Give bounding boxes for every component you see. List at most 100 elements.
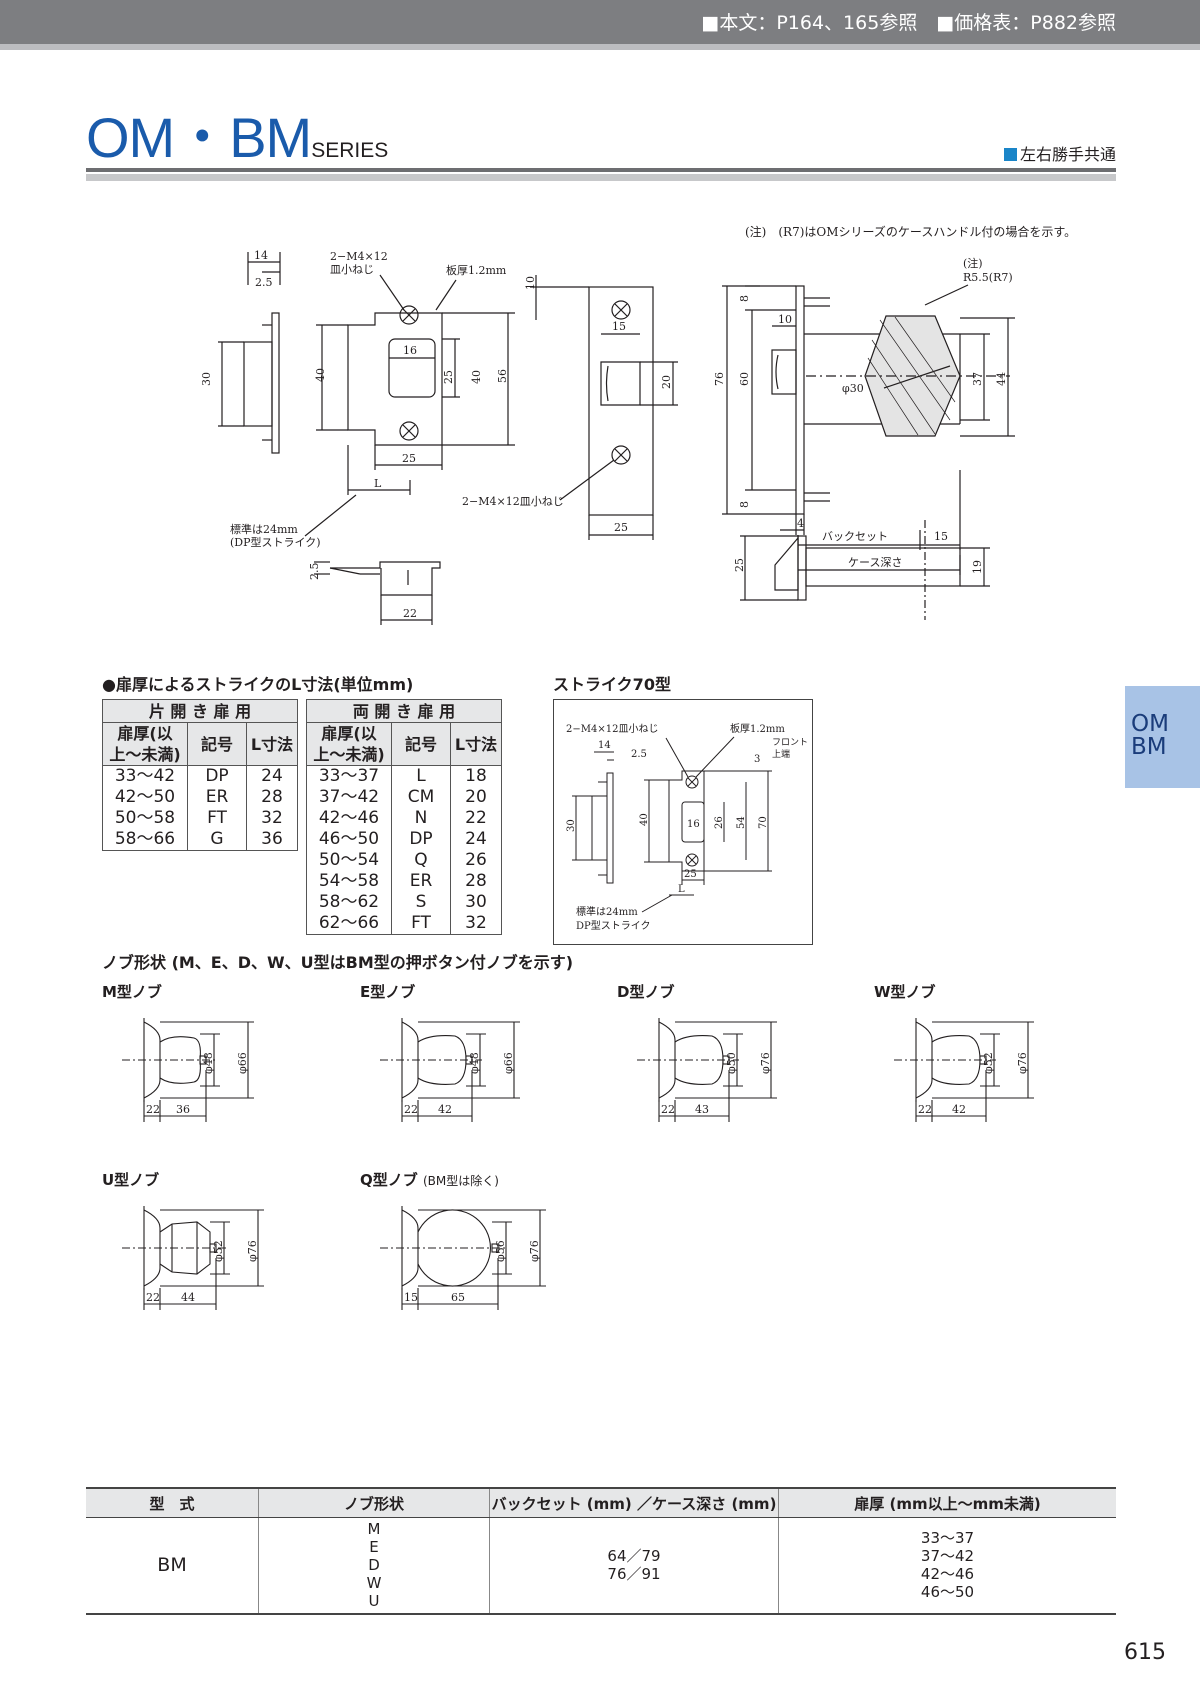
thickness-cell: 50〜58 — [102, 808, 188, 829]
screw-label: 2−M4×12 — [330, 250, 388, 263]
std-length: 標準は24mm — [230, 522, 298, 536]
square-bullet-icon — [1003, 148, 1017, 161]
strike70-heading: ストライク70型 — [553, 675, 671, 694]
dim-20: 20 — [660, 375, 673, 389]
thickness-cell: 58〜62 — [306, 892, 392, 913]
s70-std: 標準は24mm — [576, 905, 638, 918]
double-col-L: L寸法 — [450, 722, 502, 766]
s70-d70: 70 — [758, 816, 769, 829]
code-cell: S — [391, 892, 451, 913]
strike-bottom-view: 2.5 22 — [308, 561, 441, 625]
strike70-panel: 2−M4×12皿小ねじ 板厚1.2mm フロント 上端 14 2.5 30 16… — [553, 699, 813, 945]
knob-w-outer-dia: φ76 — [1016, 1052, 1029, 1074]
latch-front-view: 10 15 20 25 2−M4×12皿小ねじ — [462, 275, 678, 540]
l-cell: 24 — [450, 829, 502, 850]
knob-w-dim-b: 42 — [952, 1103, 966, 1116]
strike-front-view: 2−M4×12 皿小ねじ 板厚1.2mm 40 16 25 40 56 25 L… — [230, 250, 515, 549]
code-cell: FT — [187, 808, 247, 829]
dim-4: 4 — [797, 517, 804, 530]
title-rule-band — [86, 174, 1116, 181]
s70-plate: 板厚1.2mm — [730, 722, 785, 735]
handing-note: 左右勝手共通 — [1003, 141, 1116, 165]
knob-q-note: (BM型は除く) — [423, 1174, 499, 1188]
knob-m-outer-dia: φ66 — [236, 1052, 249, 1074]
thickness-cell: 58〜66 — [102, 829, 188, 851]
stack-item: 76／91 — [607, 1565, 661, 1584]
knob-w-inner-dia: φ52 — [982, 1052, 995, 1074]
col-thickness: 扉厚 (mm以上〜mm未満) — [778, 1487, 1116, 1518]
single-col-L: L寸法 — [246, 722, 298, 766]
dim-2-5-b: 2.5 — [308, 563, 321, 581]
code-cell: G — [187, 829, 247, 851]
dim-8-b: 8 — [738, 501, 751, 508]
l-cell: 22 — [450, 808, 502, 829]
strike-side-view: 14 2.5 30 — [200, 249, 281, 454]
knob-w-title: W型ノブ — [874, 983, 936, 1001]
bm-spec-table: 型 式 ノブ形状 バックセット (mm) ／ケース深さ (mm) 扉厚 (mm以… — [86, 1487, 1116, 1615]
knob-e-title: E型ノブ — [360, 983, 416, 1001]
case-depth-label: ケース深さ — [848, 556, 902, 569]
knob-u-title: U型ノブ — [102, 1171, 160, 1189]
col-model: 型 式 — [86, 1487, 259, 1518]
s70-d26: 26 — [714, 816, 725, 829]
knob-d-dim-a: 22 — [661, 1103, 675, 1116]
knob-u-inner-dia: φ52 — [212, 1240, 225, 1262]
knob-q-inner-dia: φ56 — [494, 1240, 507, 1262]
dim-25-h: 25 — [402, 452, 416, 465]
code-cell: L — [391, 765, 451, 787]
code-cell: DP — [391, 829, 451, 850]
l-cell: 30 — [450, 892, 502, 913]
stack-item: E — [369, 1538, 379, 1557]
s70-d25: 25 — [684, 869, 697, 880]
backset-label: バックセット — [822, 530, 888, 543]
stack-item: 42〜46 — [920, 1565, 975, 1584]
knob-d-title: D型ノブ — [617, 983, 675, 1001]
dim-15: 15 — [612, 320, 626, 333]
knob-d-dim-b: 43 — [695, 1103, 709, 1116]
stack-item: M — [367, 1520, 381, 1539]
latch-bottom-view: 25 19 — [733, 520, 990, 620]
s70-d14: 14 — [598, 740, 611, 751]
stack-item: 64／79 — [607, 1547, 661, 1566]
dim-19: 19 — [971, 560, 984, 574]
code-cell: DP — [187, 765, 247, 787]
s70-d54: 54 — [736, 816, 747, 829]
knob-q-outer-dia: φ76 — [528, 1240, 541, 1262]
dim-44: 44 — [995, 372, 1008, 386]
phi30: φ30 — [842, 382, 864, 395]
latch-side-view: (注) R5.5(R7) φ30 76 60 8 8 10 37 44 4 — [713, 256, 1015, 575]
knob-w-dim-a: 22 — [918, 1103, 932, 1116]
code-cell: FT — [391, 913, 451, 935]
dim-37: 37 — [971, 372, 984, 386]
double-col-code: 記号 — [391, 722, 451, 766]
l-cell: 28 — [246, 787, 298, 808]
thickness-cell: 62〜66 — [306, 913, 392, 935]
double-col-thickness: 扉厚(以上〜未満) — [306, 722, 392, 766]
dim-8-t: 8 — [738, 295, 751, 302]
knob-heading: ノブ形状 (M、E、D、W、U型はBM型の押ボタン付ノブを示す) — [102, 953, 574, 972]
single-col-thickness: 扉厚(以上〜未満) — [102, 722, 188, 766]
knob-q-dim-b: 65 — [451, 1291, 465, 1304]
thickness-cell: 33〜42 — [102, 765, 188, 787]
title-main: OM・BM — [86, 106, 312, 169]
code-cell: ER — [391, 871, 451, 892]
header-rule — [0, 44, 1200, 50]
dim-40: 40 — [314, 368, 327, 382]
dim-76: 76 — [713, 372, 726, 386]
thickness-cell: 46〜50 — [306, 829, 392, 850]
dim-10-s: 10 — [778, 313, 792, 326]
side-index-tab — [1125, 686, 1200, 788]
knob-q-dim-a: 15 — [404, 1291, 418, 1304]
code-cell: Q — [391, 850, 451, 871]
single-group-header: 片 開 き 扉 用 — [102, 699, 298, 723]
s70-d30: 30 — [566, 819, 577, 832]
s70-d40: 40 — [639, 813, 650, 826]
